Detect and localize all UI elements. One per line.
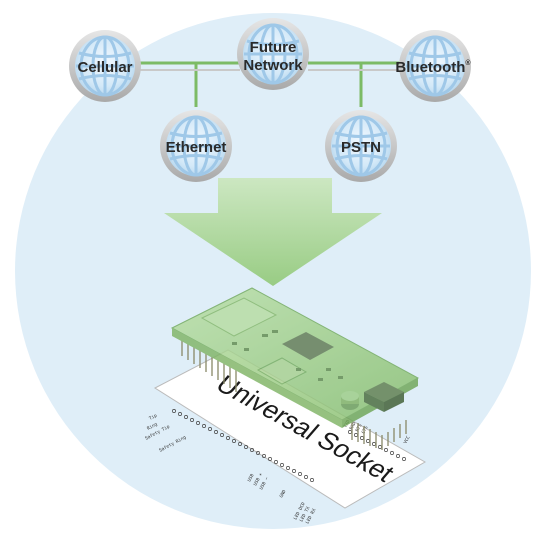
node-future-network: Future Network <box>235 16 311 92</box>
module-chip-main <box>282 332 334 360</box>
module-connector-side <box>364 392 384 412</box>
pin-label: CTS <box>360 425 369 435</box>
module-board-edge <box>172 328 342 428</box>
pin-label: Ring <box>146 421 159 432</box>
node-ethernet: Ethernet <box>158 108 234 184</box>
label-future-line2: Network <box>243 57 303 74</box>
node-bluetooth: Bluetooth® <box>395 28 473 104</box>
module-chip-secondary <box>256 357 308 385</box>
module-connector-front <box>384 392 404 412</box>
node-cellular: Cellular <box>67 28 143 104</box>
modem-module <box>170 287 420 450</box>
label-pstn: PSTN <box>341 139 381 156</box>
pin-label: VCC <box>402 435 411 445</box>
label-future-line1: Future <box>250 39 297 56</box>
network-links <box>140 61 400 107</box>
module-chip-large <box>200 297 278 337</box>
pin-label: USB <box>246 473 255 483</box>
pin-label: Tip <box>148 413 158 422</box>
label-cellular: Cellular <box>77 59 132 76</box>
socket-pin-row-top <box>172 409 314 482</box>
module-components <box>232 330 343 381</box>
pin-label: GND <box>278 489 287 499</box>
label-bluetooth: Bluetooth® <box>395 59 471 76</box>
pin-label: USB + <box>252 472 264 487</box>
label-ethernet: Ethernet <box>166 139 227 156</box>
pin-label: RXD <box>348 421 357 431</box>
pin-label: RTS <box>354 423 363 433</box>
node-pstn: PSTN <box>323 108 399 184</box>
module-capacitor-top <box>341 391 359 401</box>
socket-card <box>153 349 427 509</box>
down-arrow-icon <box>164 178 382 286</box>
pin-label: USB − <box>258 476 270 491</box>
